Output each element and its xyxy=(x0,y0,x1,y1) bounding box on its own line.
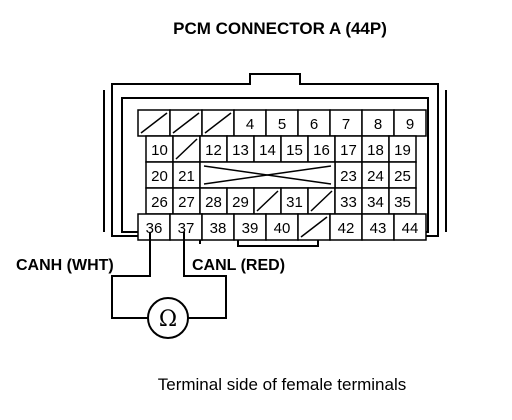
pin-number-23: 23 xyxy=(340,168,357,185)
pin-number-5: 5 xyxy=(278,116,286,133)
pin-number-43: 43 xyxy=(370,220,387,237)
ohm-symbol: Ω xyxy=(159,307,177,332)
pin-cell-12 xyxy=(199,135,228,163)
pin-cell-24 xyxy=(361,161,390,189)
pin-cell-6 xyxy=(297,109,331,137)
pin-number-36: 36 xyxy=(146,220,163,237)
blocked-cross xyxy=(203,165,332,185)
pin-cell-19 xyxy=(388,135,417,163)
ohmmeter: Ω xyxy=(147,297,189,339)
pin-cell-36 xyxy=(137,213,171,241)
pin-number-28: 28 xyxy=(205,194,222,211)
pin-number-38: 38 xyxy=(210,220,227,237)
pin-number-34: 34 xyxy=(367,194,384,211)
pin-cell-44 xyxy=(393,213,427,241)
unused-pin-slash xyxy=(256,190,279,212)
diagram-title: PCM CONNECTOR A (44P) xyxy=(173,19,387,38)
unused-pin-slash xyxy=(175,138,198,160)
pin-number-21: 21 xyxy=(178,168,195,185)
unused-pin-slash xyxy=(310,190,333,212)
pin-number-4: 4 xyxy=(246,116,254,133)
pin-cell-4 xyxy=(233,109,267,137)
pin-number-31: 31 xyxy=(286,194,303,211)
pin-number-10: 10 xyxy=(151,142,168,159)
pin-number-37: 37 xyxy=(178,220,195,237)
pin-number-12: 12 xyxy=(205,142,222,159)
pin-number-40: 40 xyxy=(274,220,291,237)
pin-number-8: 8 xyxy=(374,116,382,133)
pin-cell-38 xyxy=(201,213,235,241)
pin-number-29: 29 xyxy=(232,194,249,211)
pin-cell-31 xyxy=(280,187,309,215)
pin-number-18: 18 xyxy=(367,142,384,159)
pin-number-17: 17 xyxy=(340,142,357,159)
pin-number-27: 27 xyxy=(178,194,195,211)
pin-cell-16 xyxy=(307,135,336,163)
pin-number-15: 15 xyxy=(286,142,303,159)
pin-number-16: 16 xyxy=(313,142,330,159)
pin-cell-42 xyxy=(329,213,363,241)
pin-cell-35 xyxy=(388,187,417,215)
pin-number-6: 6 xyxy=(310,116,318,133)
unused-pin-slash xyxy=(300,216,328,238)
pin-cell-9 xyxy=(393,109,427,137)
pin-cell-40 xyxy=(265,213,299,241)
diagram-caption: Terminal side of female terminals xyxy=(158,375,406,394)
pin-number-33: 33 xyxy=(340,194,357,211)
canl-label: CANL (RED) xyxy=(192,257,285,274)
pin-number-13: 13 xyxy=(232,142,249,159)
pin-cell-25 xyxy=(388,161,417,189)
unused-pin-slash xyxy=(204,112,232,134)
pin-number-26: 26 xyxy=(151,194,168,211)
pin-number-19: 19 xyxy=(394,142,411,159)
pin-cell-43 xyxy=(361,213,395,241)
pin-number-42: 42 xyxy=(338,220,355,237)
pin-number-7: 7 xyxy=(342,116,350,133)
pin-number-9: 9 xyxy=(406,116,414,133)
pin-number-25: 25 xyxy=(394,168,411,185)
pin-cell-39 xyxy=(233,213,267,241)
canh-label: CANH (WHT) xyxy=(16,257,114,274)
pin-number-20: 20 xyxy=(151,168,168,185)
unused-pin-slash xyxy=(140,112,168,134)
pin-number-14: 14 xyxy=(259,142,276,159)
pin-number-39: 39 xyxy=(242,220,259,237)
pin-number-35: 35 xyxy=(394,194,411,211)
pin-number-24: 24 xyxy=(367,168,384,185)
pin-number-44: 44 xyxy=(402,220,419,237)
test-leads xyxy=(111,232,227,319)
unused-pin-slash xyxy=(172,112,200,134)
pin-cell-13 xyxy=(226,135,255,163)
pin-grid: 4 5 6 7 8 9 10 12 13 14 15 16 17 18 19 20 21 23 24 25 26 27 28… xyxy=(137,109,427,241)
